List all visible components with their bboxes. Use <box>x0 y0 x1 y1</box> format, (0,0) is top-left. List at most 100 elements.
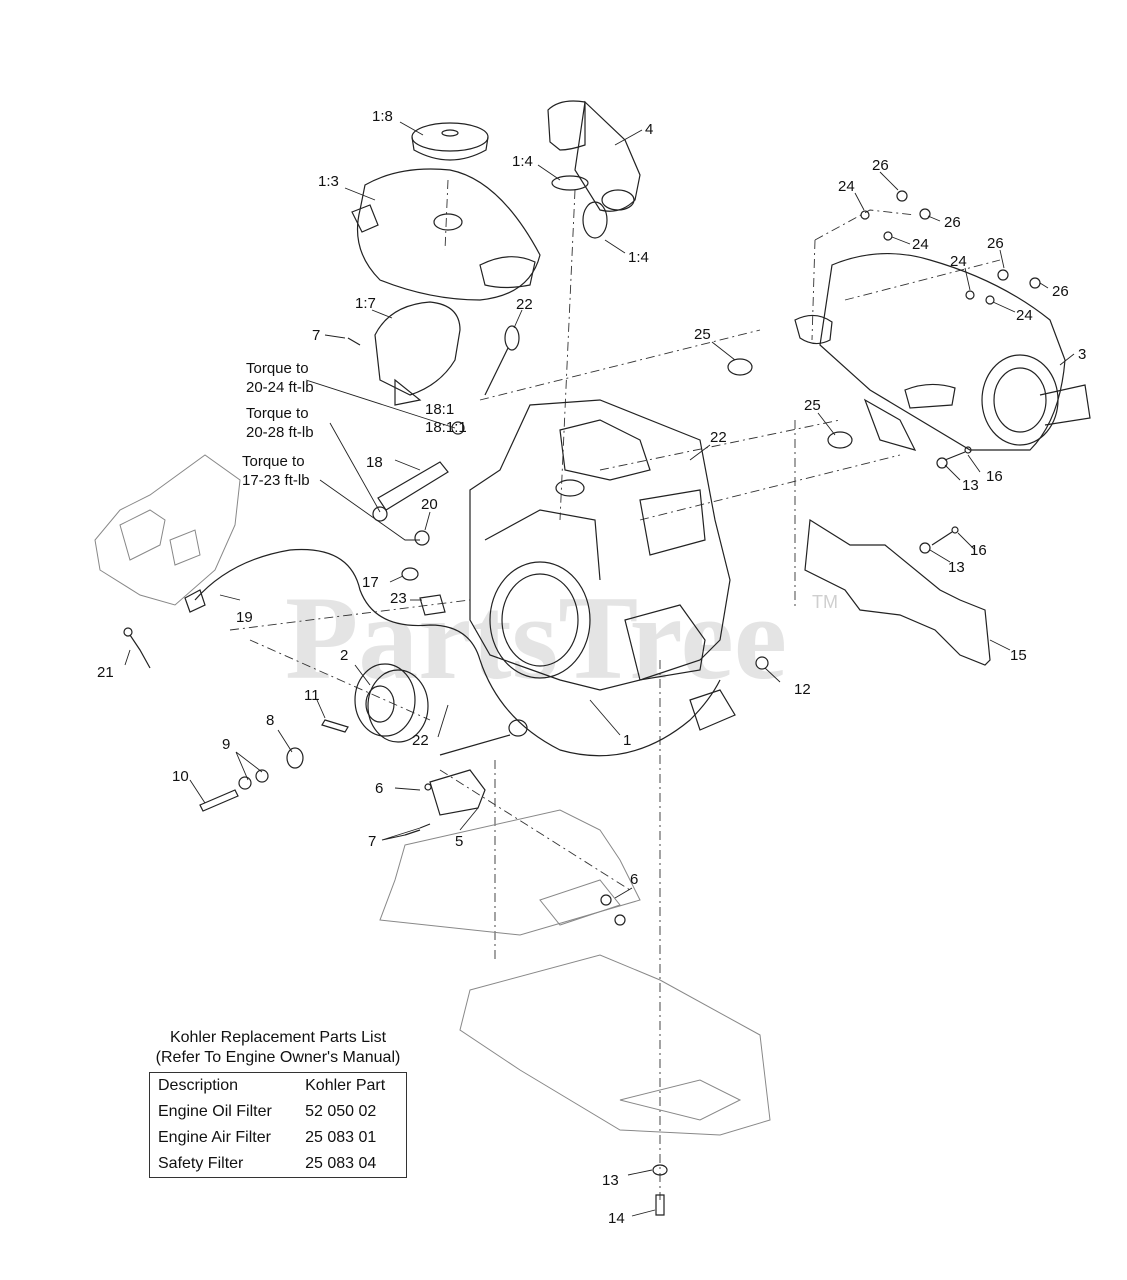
callout-label: 14 <box>608 1210 625 1227</box>
key <box>321 719 349 733</box>
torque-notes: Torque to 20-24 ft-lb Torque to 20-28 ft… <box>242 360 314 489</box>
mount-bracket <box>404 769 486 836</box>
row-part-number: 25 083 04 <box>305 1155 377 1172</box>
air-cleaner-cover <box>411 122 489 161</box>
callout-label: 9 <box>222 736 230 753</box>
lock-washer-b <box>238 776 252 790</box>
table-row: Engine Oil Filter 52 050 02 <box>150 1099 407 1125</box>
hose-clamp-upper <box>551 175 589 191</box>
oil-drain-fittings <box>372 421 465 546</box>
table-row: Safety Filter 25 083 04 <box>150 1151 407 1178</box>
frame-nut-b <box>614 914 626 926</box>
row-description: Engine Oil Filter <box>158 1103 272 1120</box>
row-description: Engine Air Filter <box>158 1129 271 1146</box>
callout-label: 22 <box>710 429 727 446</box>
clip <box>401 567 419 581</box>
callout-label: 17 <box>362 574 379 591</box>
air-cleaner-body <box>351 168 541 301</box>
callout-label: 13 <box>602 1172 619 1189</box>
callout-label: 24 <box>838 178 855 195</box>
callout-label: 18:1:1 <box>425 419 467 436</box>
exhaust-gasket-lower <box>827 431 853 449</box>
callout-label: 5 <box>455 833 463 850</box>
pulley-bolt <box>199 789 239 812</box>
engine-bolt <box>755 656 769 670</box>
callout-label: 22 <box>516 296 533 313</box>
pulley <box>354 663 429 743</box>
row-description: Safety Filter <box>158 1155 244 1172</box>
torque-note-line: Torque to <box>246 360 309 377</box>
callout-label: 25 <box>804 397 821 414</box>
alignment-lines <box>229 179 1001 1200</box>
callout-label: 13 <box>948 559 965 576</box>
callout-label: 3 <box>1078 346 1086 363</box>
torque-note-line: 20-24 ft-lb <box>246 379 314 396</box>
muffler-mount-bolts <box>919 446 972 554</box>
callout-label: 18:1 <box>425 401 454 418</box>
row-part-number: 52 050 02 <box>305 1103 377 1120</box>
callout-label: 4 <box>645 121 653 138</box>
callout-label: 20 <box>421 496 438 513</box>
callout-label: 18 <box>366 454 383 471</box>
callout-label: 25 <box>694 326 711 343</box>
callout-label: 16 <box>986 468 1003 485</box>
callout-label: 7 <box>368 833 376 850</box>
callout-label: 2 <box>340 647 348 664</box>
parts-list-title-line1: Kohler Replacement Parts List <box>169 1029 387 1046</box>
callout-label: 1:4 <box>628 249 649 266</box>
callout-label: 24 <box>912 236 929 253</box>
heat-shield <box>804 518 991 666</box>
torque-note-line: 17-23 ft-lb <box>242 472 310 489</box>
parts-table-header: Description Kohler Part <box>150 1073 407 1100</box>
torque-note-line: Torque to <box>242 453 305 470</box>
callout-label: 1 <box>623 732 631 749</box>
callout-label: 24 <box>950 253 967 270</box>
air-cleaner-bracket <box>374 301 461 406</box>
parts-list: Kohler Replacement Parts List (Refer To … <box>133 1028 423 1178</box>
callout-labels: 1:8 4 1:4 1:3 1:4 26 24 26 24 26 24 26 2… <box>97 108 1086 1227</box>
callout-label: 6 <box>375 780 383 797</box>
wire-bracket <box>419 594 446 616</box>
wire-harness <box>123 548 736 757</box>
control-panel <box>94 454 241 606</box>
callout-label: 26 <box>872 157 889 174</box>
callout-label: 11 <box>304 687 320 704</box>
bottom-washer <box>652 1164 668 1176</box>
header-kohler-part: Kohler Part <box>305 1077 386 1094</box>
hose-clamp-lower <box>582 201 608 239</box>
dipstick-lower <box>439 719 528 756</box>
engine <box>469 399 731 691</box>
callout-label: 1:4 <box>512 153 533 170</box>
screw-top <box>347 337 361 346</box>
callout-label: 13 <box>962 477 979 494</box>
torque-note-line: Torque to <box>246 405 309 422</box>
callout-label: 22 <box>412 732 429 749</box>
watermark-tm: TM <box>812 592 838 612</box>
callout-label: 21 <box>97 664 114 681</box>
callout-label: 23 <box>390 590 407 607</box>
muffler <box>794 252 1091 451</box>
parts-list-title-line2: (Refer To Engine Owner's Manual) <box>155 1049 401 1066</box>
frame-nut-a <box>600 894 612 906</box>
torque-note-line: 20-28 ft-lb <box>246 424 314 441</box>
callout-label: 26 <box>944 214 961 231</box>
callout-label: 6 <box>630 871 638 888</box>
parts-list-title: Kohler Replacement Parts List (Refer To … <box>133 1028 423 1068</box>
lock-washer-a <box>255 769 269 783</box>
callout-label: 26 <box>1052 283 1069 300</box>
bottom-bolt <box>655 1194 665 1216</box>
callout-label: 16 <box>970 542 987 559</box>
callout-label: 8 <box>266 712 274 729</box>
row-part-number: 25 083 01 <box>305 1129 377 1146</box>
callout-label: 24 <box>1016 307 1033 324</box>
callout-label: 1:8 <box>372 108 393 125</box>
callout-label: 12 <box>794 681 811 698</box>
callout-label: 7 <box>312 327 320 344</box>
mower-frame <box>379 809 771 1136</box>
table-row: Engine Air Filter 25 083 01 <box>150 1125 407 1151</box>
exhaust-gasket-upper <box>727 358 753 376</box>
leader-lines <box>124 121 1075 1217</box>
dipstick-top <box>484 325 520 396</box>
parts-table: Description Kohler Part Engine Oil Filte… <box>149 1072 407 1178</box>
